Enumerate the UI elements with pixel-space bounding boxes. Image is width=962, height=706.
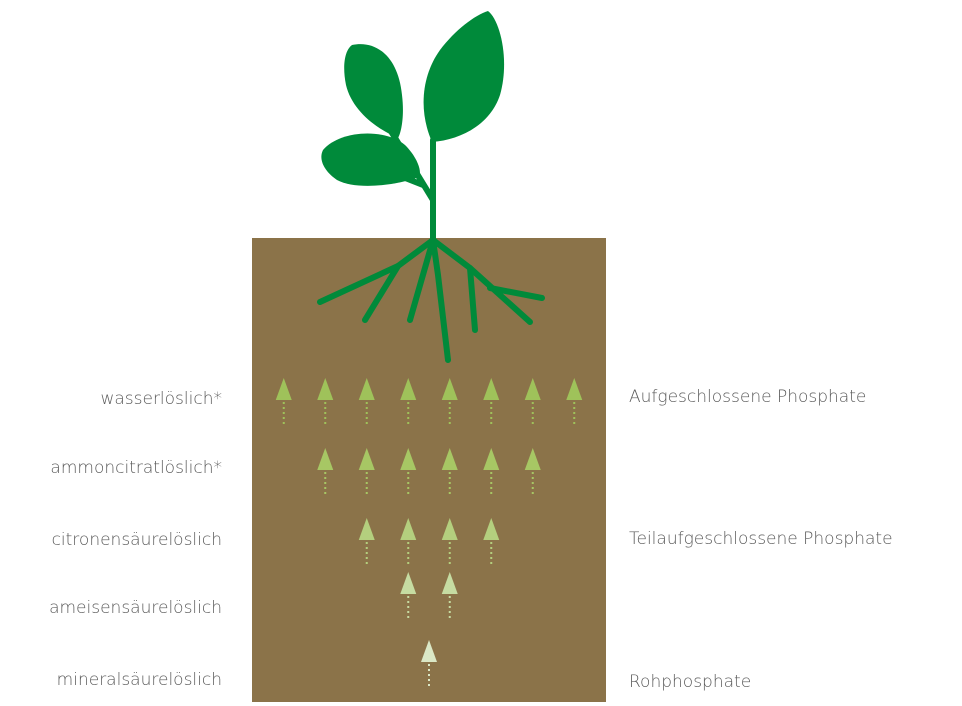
phosphate-type-raw: Rohphosphate [629,672,751,692]
phosphate-type-digested: Aufgeschlossene Phosphate [629,387,866,407]
right-leaf [424,11,505,142]
row-label-citric-acid-soluble: citronensäurelöslich [52,530,222,550]
phosphate-type-partially-digested: Teilaufgeschlossene Phosphate [629,529,893,549]
left-leaf [344,44,403,138]
row-label-ammonium-citrate-soluble: ammoncitratlöslich* [50,458,222,478]
soil-block [252,238,606,702]
row-label-mineral-acid-soluble: mineralsäurelöslich [57,670,222,690]
row-label-formic-acid-soluble: ameisensäurelöslich [49,598,222,618]
row-label-water-soluble: wasserlöslich* [100,389,222,409]
